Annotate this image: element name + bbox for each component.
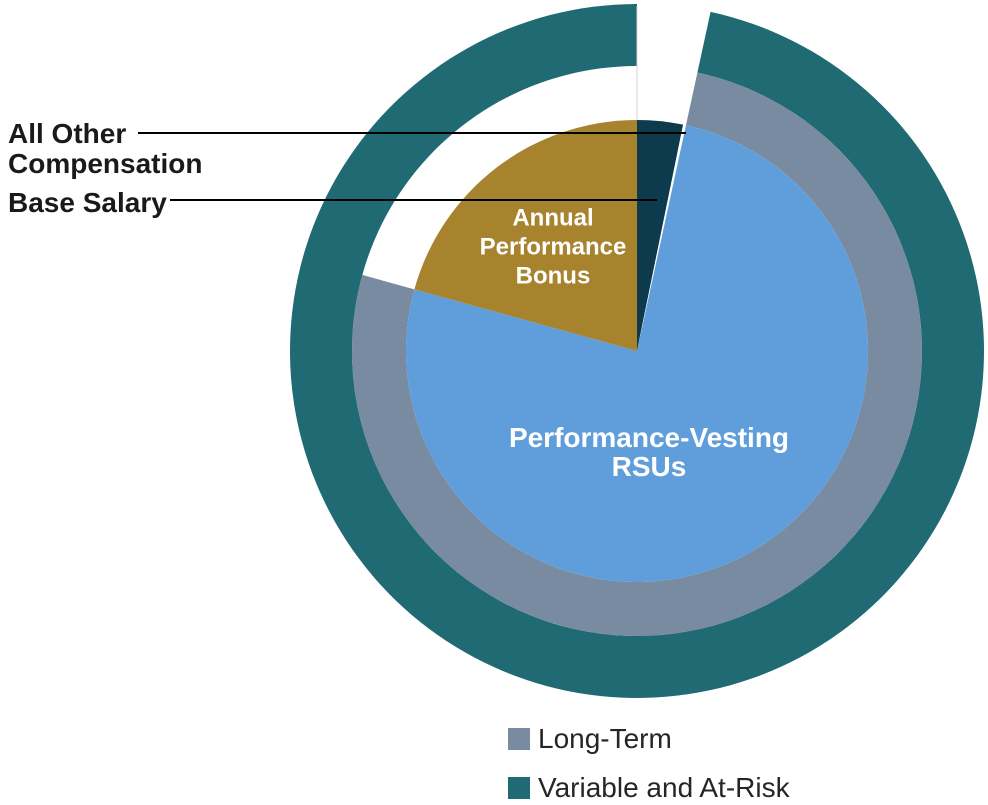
legend-item-variable-and-at-risk: Variable and At-Risk <box>508 774 790 802</box>
legend-label-variable-and-at-risk: Variable and At-Risk <box>538 772 790 803</box>
legend-swatch-long-term <box>508 728 530 750</box>
legend-swatch-variable-and-at-risk <box>508 777 530 799</box>
slice-base-salary <box>637 120 684 351</box>
slice-all-other-compensation <box>637 124 686 352</box>
slice-annual-performance-bonus <box>414 120 637 351</box>
slice-performance-vesting-rsus <box>406 125 868 582</box>
legend-label-long-term: Long-Term <box>538 723 672 754</box>
callout-label-base-salary: Base Salary <box>8 187 167 218</box>
legend-item-long-term: Long-Term <box>508 725 790 753</box>
slice-label-performance-vesting-rsus: Performance-Vesting RSUs <box>508 422 790 482</box>
slice-label-annual-performance-bonus: Annual Performance Bonus <box>479 204 627 290</box>
legend: Long-Term Variable and At-Risk <box>508 725 790 805</box>
callout-label-all-other-compensation: All Other Compensation <box>8 118 203 179</box>
